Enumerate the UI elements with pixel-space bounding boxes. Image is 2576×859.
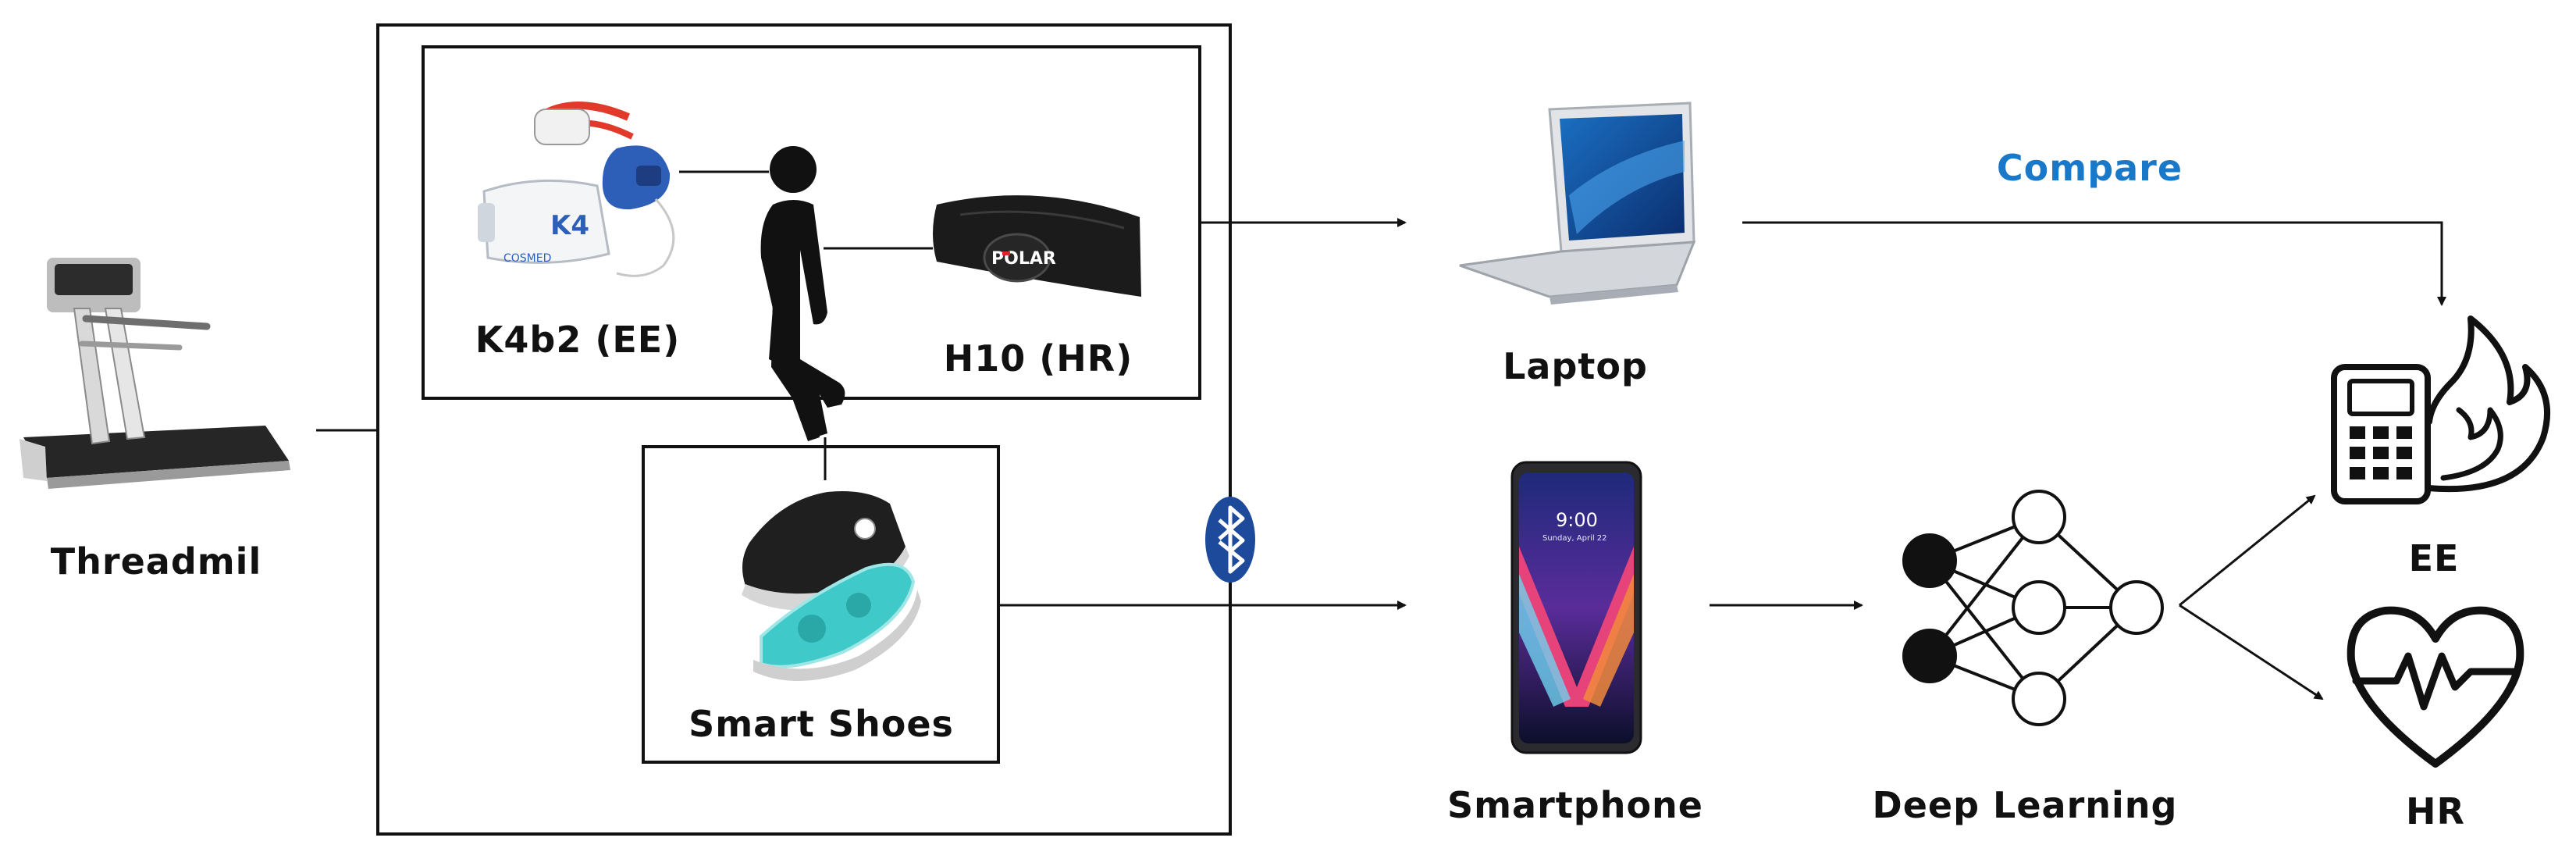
- k4b2-logo-text: COSMED: [503, 252, 551, 265]
- ee-label: EE: [2408, 537, 2460, 579]
- compare-label: Compare: [1996, 147, 2183, 189]
- walking-person-icon: [760, 146, 845, 441]
- heart-rate-icon: [2347, 606, 2524, 768]
- k4b2-label: K4b2 (EE): [475, 319, 681, 361]
- phone-date-text: Sunday, April 22: [1542, 534, 1607, 543]
- smartphone-icon: 9:00 Sunday, April 22: [1510, 461, 1642, 754]
- laptop-label: Laptop: [1503, 345, 1648, 387]
- smart-shoes-label: Smart Shoes: [688, 703, 954, 745]
- smart-shoes-icon: [742, 491, 921, 682]
- arrow-to-ee: [2179, 494, 2316, 607]
- k4b2-device-icon: K4 COSMED: [478, 102, 675, 277]
- neural-network-icon: [1902, 490, 2164, 726]
- laptop-icon: [1459, 102, 1696, 305]
- h10-label: H10 (HR): [943, 337, 1133, 380]
- polar-strap-icon: POLAR: [933, 195, 1141, 297]
- hr-label: HR: [2406, 790, 2465, 832]
- arrow-to-hr: [2179, 604, 2324, 700]
- deep-learning-label: Deep Learning: [1872, 784, 2178, 826]
- compare-arrow: [1742, 221, 2446, 306]
- polar-logo-text: POLAR: [991, 249, 1056, 269]
- smartphone-label: Smartphone: [1446, 784, 1704, 826]
- phone-time-text: 9:00: [1556, 509, 1598, 531]
- fire-icon: [2425, 315, 2551, 493]
- calculator-icon: [2331, 364, 2431, 504]
- treadmill-label: Threadmil: [50, 540, 262, 583]
- treadmill-icon: [20, 258, 290, 489]
- bluetooth-icon: [1205, 497, 1255, 583]
- k4b2-brand-text: K4: [550, 210, 589, 241]
